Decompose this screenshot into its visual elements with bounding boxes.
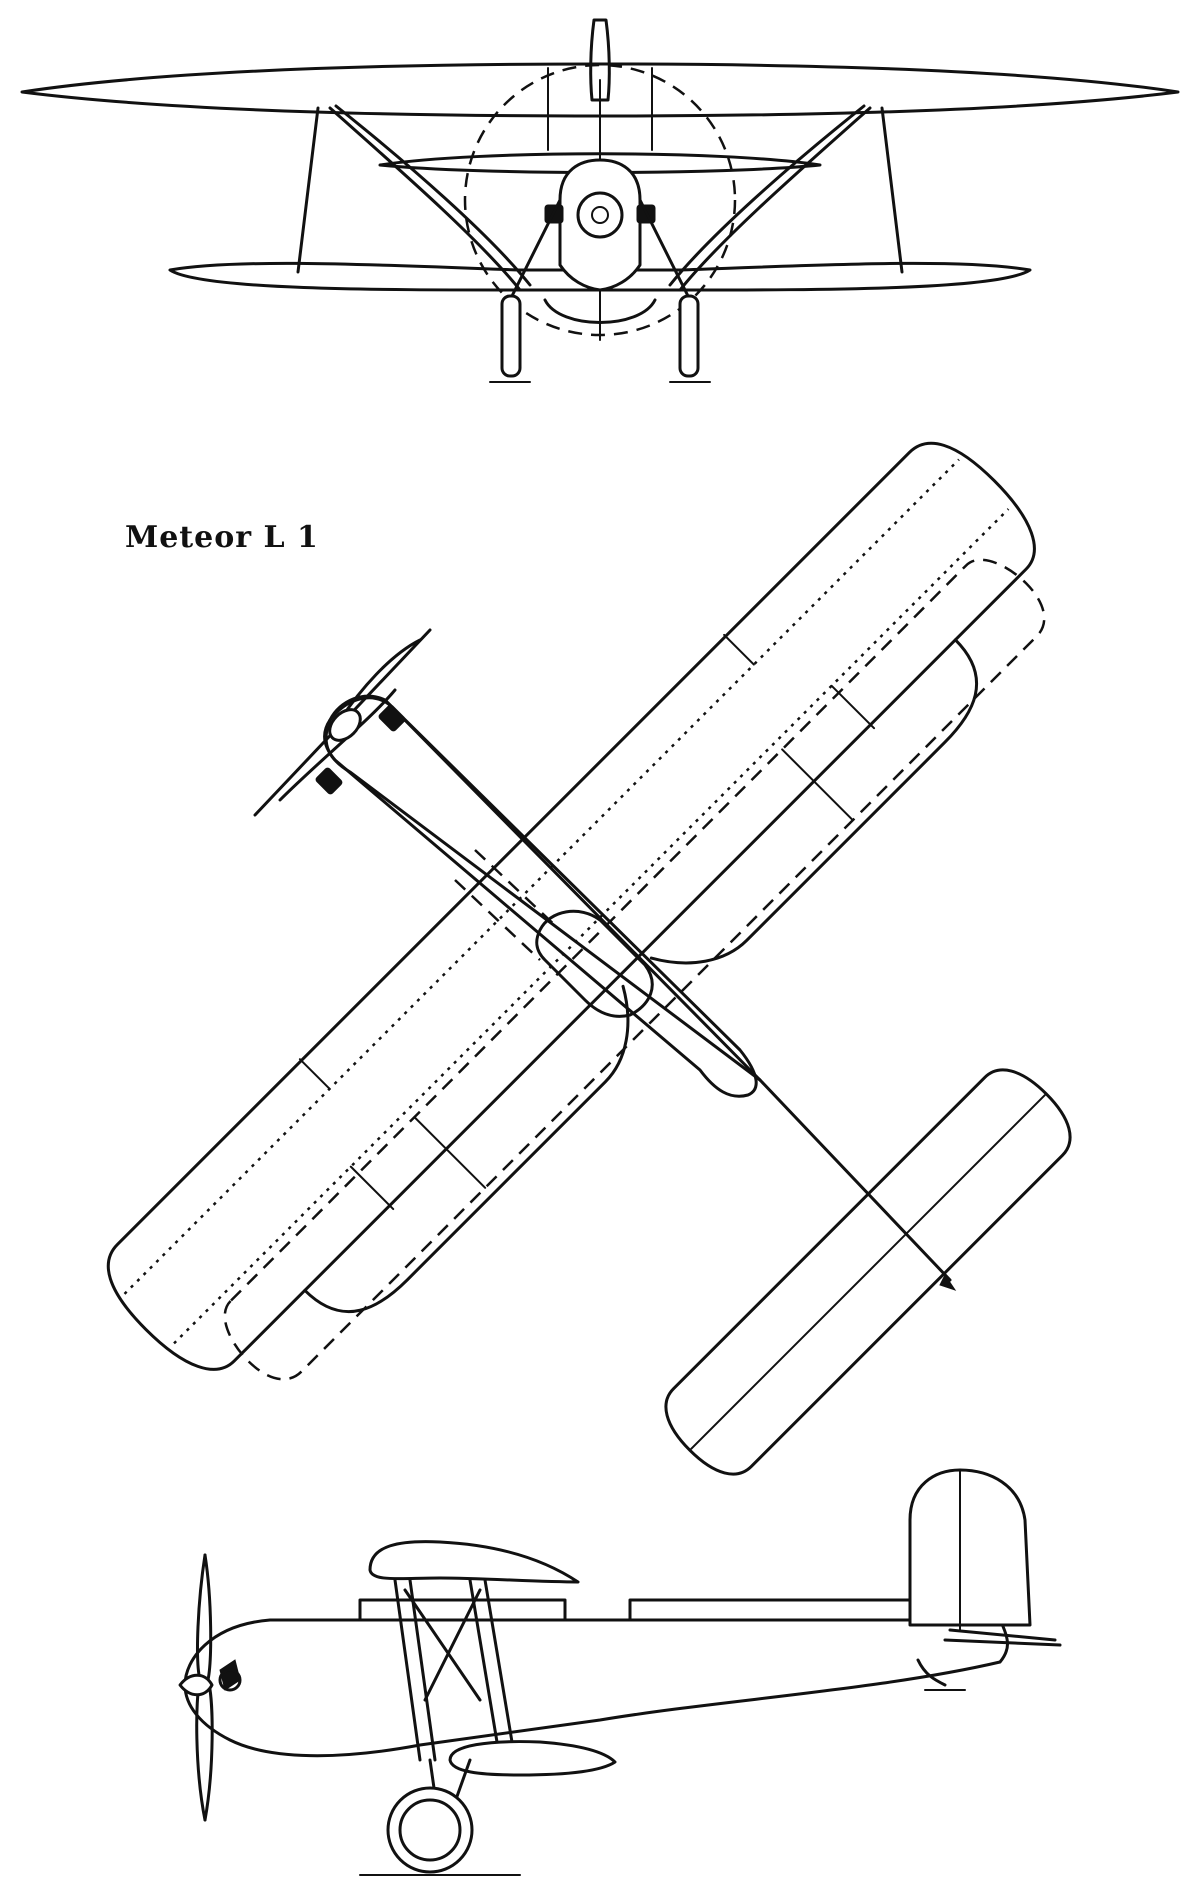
front-fin — [589, 18, 611, 102]
front-wheel-left — [500, 294, 522, 378]
front-view — [20, 18, 1180, 383]
plan-engine-lower — [315, 767, 343, 795]
plan-lower-wing-dashed — [223, 558, 1046, 1381]
front-wheel-right — [678, 294, 700, 378]
side-view — [178, 1468, 1062, 1876]
plan-wing — [106, 441, 1036, 1371]
plan-spinner — [328, 708, 362, 742]
front-fuselage — [558, 158, 642, 292]
front-interplane-strut-right — [880, 106, 904, 274]
plan-engine-upper — [378, 704, 406, 732]
front-interplane-strut-left — [296, 106, 320, 274]
side-fin — [908, 1468, 1032, 1627]
side-fuselage — [183, 1618, 1009, 1758]
plan-view — [106, 441, 1072, 1476]
aircraft-title: Meteor L 1 — [125, 520, 319, 555]
plan-cockpit — [535, 909, 654, 1018]
side-upper-wing — [368, 1540, 580, 1584]
side-lower-wing — [448, 1740, 617, 1777]
